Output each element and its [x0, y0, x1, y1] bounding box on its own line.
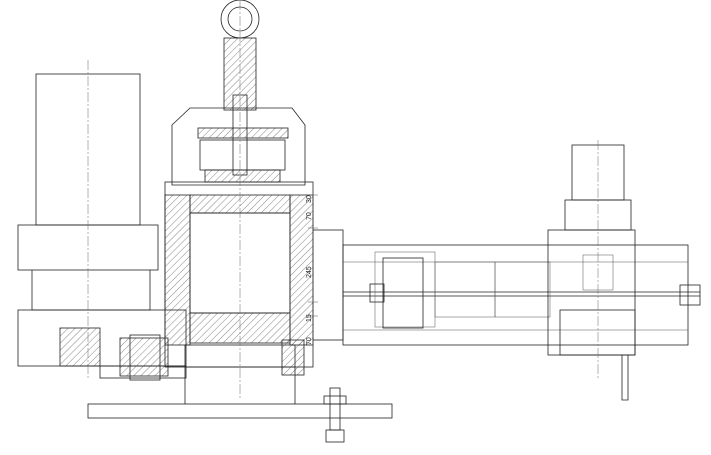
dimension-label: 30: [306, 195, 313, 203]
dimension-chain: 30 70 245 15 70: [306, 182, 318, 362]
left-motor: [17, 60, 187, 381]
dimension-label: 70: [306, 337, 313, 345]
base-plate: [87, 367, 393, 419]
dimension-label: 15: [306, 314, 313, 322]
dimension-label: 70: [306, 212, 313, 220]
linear-slide: [342, 244, 701, 346]
top-cover: [171, 107, 306, 186]
right-motor: [547, 140, 636, 401]
adjustment-bolt: [323, 387, 347, 443]
dimension-label: 245: [306, 266, 313, 278]
